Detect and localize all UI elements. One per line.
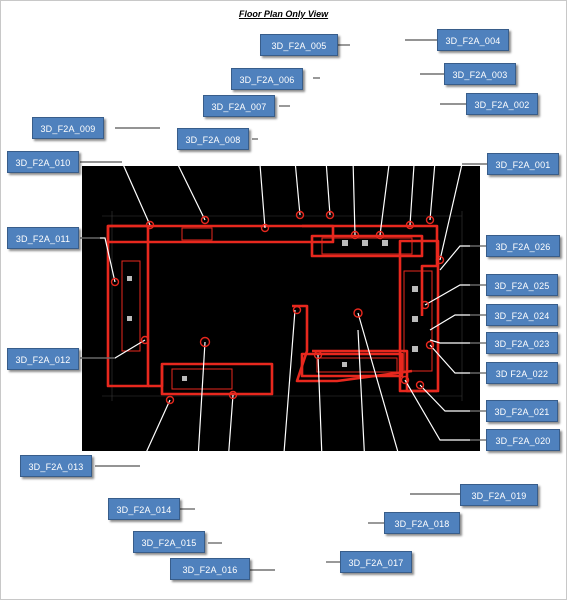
tag-3d-f2a-020[interactable]: 3D_F2A_020 (486, 429, 560, 451)
tag-3d-f2a-024[interactable]: 3D_F2A_024 (486, 304, 558, 326)
tag-3d-f2a-017[interactable]: 3D_F2A_017 (340, 551, 412, 573)
tag-3d-f2a-018[interactable]: 3D_F2A_018 (384, 512, 460, 534)
tag-3d-f2a-015[interactable]: 3D_F2A_015 (133, 531, 205, 553)
tag-3d-f2a-026[interactable]: 3D_F2A_026 (486, 235, 560, 257)
tag-3d-f2a-005[interactable]: 3D_F2A_005 (260, 34, 338, 56)
floor-plan-drawing (82, 166, 480, 451)
tag-3d-f2a-011[interactable]: 3D_F2A_011 (7, 227, 79, 249)
page-title: Floor Plan Only View (238, 9, 329, 19)
tag-3d-f2a-004[interactable]: 3D_F2A_004 (437, 29, 509, 51)
tag-3d-f2a-003[interactable]: 3D_F2A_003 (444, 63, 516, 85)
tag-3d-f2a-022[interactable]: 3D F2A_022 (486, 362, 558, 384)
tag-3d-f2a-013[interactable]: 3D_F2A_013 (20, 455, 92, 477)
tag-3d-f2a-023[interactable]: 3D_F2A_023 (486, 332, 558, 354)
tag-3d-f2a-009[interactable]: 3D_F2A_009 (32, 117, 104, 139)
tag-3d-f2a-025[interactable]: 3D_F2A_025 (486, 274, 558, 296)
tag-3d-f2a-010[interactable]: 3D_F2A_010 (7, 151, 79, 173)
tag-3d-f2a-019[interactable]: 3D_F2A_019 (460, 484, 538, 506)
tag-3d-f2a-016[interactable]: 3D_F2A_016 (170, 558, 250, 580)
tag-3d-f2a-021[interactable]: 3D_F2A_021 (486, 400, 558, 422)
tag-3d-f2a-014[interactable]: 3D_F2A_014 (108, 498, 180, 520)
tag-3d-f2a-008[interactable]: 3D_F2A_008 (177, 128, 249, 150)
tag-3d-f2a-006[interactable]: 3D_F2A_006 (231, 68, 303, 90)
tag-3d-f2a-001[interactable]: 3D_F2A_001 (487, 153, 559, 175)
tag-3d-f2a-007[interactable]: 3D_F2A_007 (203, 95, 275, 117)
tag-3d-f2a-012[interactable]: 3D_F2A_012 (7, 348, 79, 370)
tag-3d-f2a-002[interactable]: 3D_F2A_002 (466, 93, 538, 115)
